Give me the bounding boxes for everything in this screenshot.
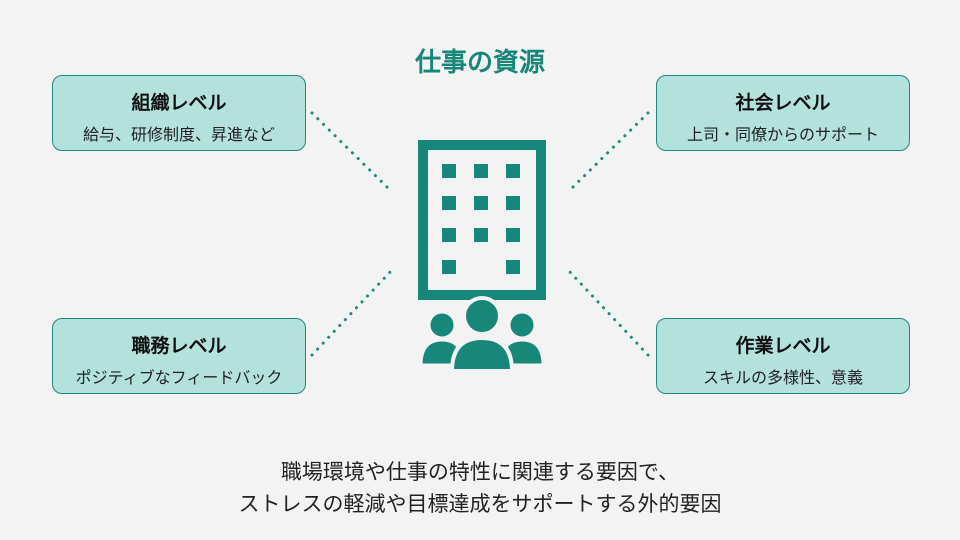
box-social-level: 社会レベル 上司・同僚からのサポート: [656, 75, 910, 151]
box-title: 社会レベル: [735, 92, 831, 114]
box-subtitle: 上司・同僚からのサポート: [686, 125, 879, 144]
building-windows: [442, 164, 520, 274]
box-organization-level: 組織レベル 給与、研修制度、昇進など: [52, 75, 306, 151]
box-subtitle: スキルの多様性、意義: [702, 368, 863, 387]
people-icon: [419, 296, 545, 373]
box-title: 組織レベル: [131, 92, 227, 114]
box-subtitle: ポジティブなフィードバック: [75, 368, 283, 387]
connector-top-right: [566, 111, 650, 194]
box-subtitle: 給与、研修制度、昇進など: [82, 125, 275, 144]
diagram-title: 仕事の資源: [414, 48, 545, 78]
box-title: 職務レベル: [131, 335, 227, 357]
connector-bottom-right: [566, 268, 650, 357]
box-task-level: 作業レベル スキルの多様性、意義: [656, 318, 910, 394]
connector-top-left: [310, 111, 394, 194]
description-line-1: 職場環境や仕事の特性に関連する要因で、: [280, 460, 680, 484]
description-line-2: ストレスの軽減や目標達成をサポートする外的要因: [238, 492, 722, 516]
connector-bottom-left: [310, 268, 394, 357]
box-title: 作業レベル: [735, 335, 831, 357]
box-job-level: 職務レベル ポジティブなフィードバック: [52, 318, 306, 394]
